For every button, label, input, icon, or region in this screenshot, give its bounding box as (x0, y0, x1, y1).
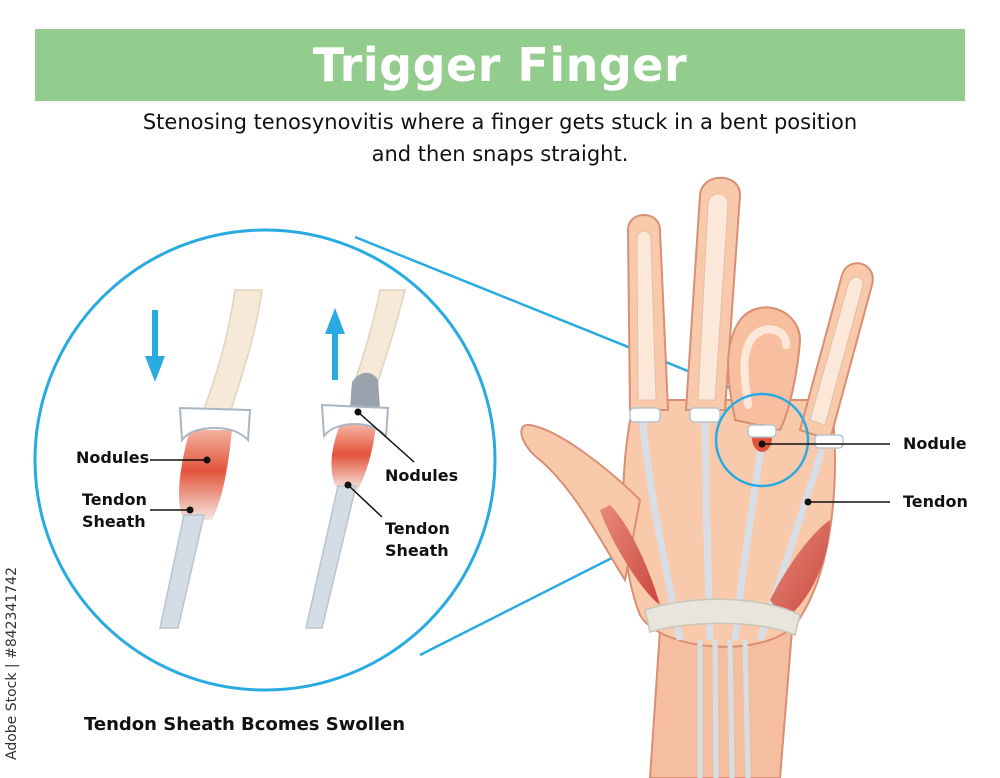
right-nodules-leader (357, 411, 415, 463)
right-sheath-label-line-2: Sheath (385, 541, 449, 560)
left-sheath-label-line-2: Sheath (82, 512, 146, 531)
title-banner: Trigger Finger (35, 29, 965, 101)
subtitle-line-2: and then snaps straight. (371, 142, 629, 166)
subtitle-line-1: Stenosing tenosynovitis where a finger g… (142, 110, 858, 134)
right-sheath-label-line-1: Tendon (385, 519, 450, 538)
left-tendon (159, 289, 263, 629)
left-sheath-dot (186, 506, 194, 514)
right-sheath-leader (347, 484, 383, 518)
arrow-down-icon (145, 310, 165, 382)
hand-nodule-label: Nodule (903, 434, 967, 453)
arrow-up-icon (325, 308, 345, 380)
hand-nodule-pulley (747, 424, 777, 438)
subtitle: Stenosing tenosynovitis where a finger g… (80, 106, 920, 170)
right-nodules-dot (354, 408, 362, 416)
right-sheath-dot (344, 481, 352, 489)
right-tendon (305, 289, 406, 629)
tendon-leader-dot (804, 498, 812, 506)
hand-tendon-label: Tendon (903, 492, 968, 511)
nodule-leader-dot (758, 440, 766, 448)
left-sheath-label-line-1: Tendon (82, 490, 147, 509)
right-nodules-label: Nodules (385, 466, 459, 485)
hand-zoom-circle (714, 392, 810, 488)
caption: Tendon Sheath Bcomes Swollen (84, 714, 406, 735)
left-nodules-dot (203, 456, 211, 464)
left-nodules-label: Nodules (76, 448, 150, 467)
hand-illustration (520, 176, 874, 778)
stock-watermark: Adobe Stock | #842341742 (4, 567, 20, 760)
page-title: Trigger Finger (312, 38, 688, 92)
